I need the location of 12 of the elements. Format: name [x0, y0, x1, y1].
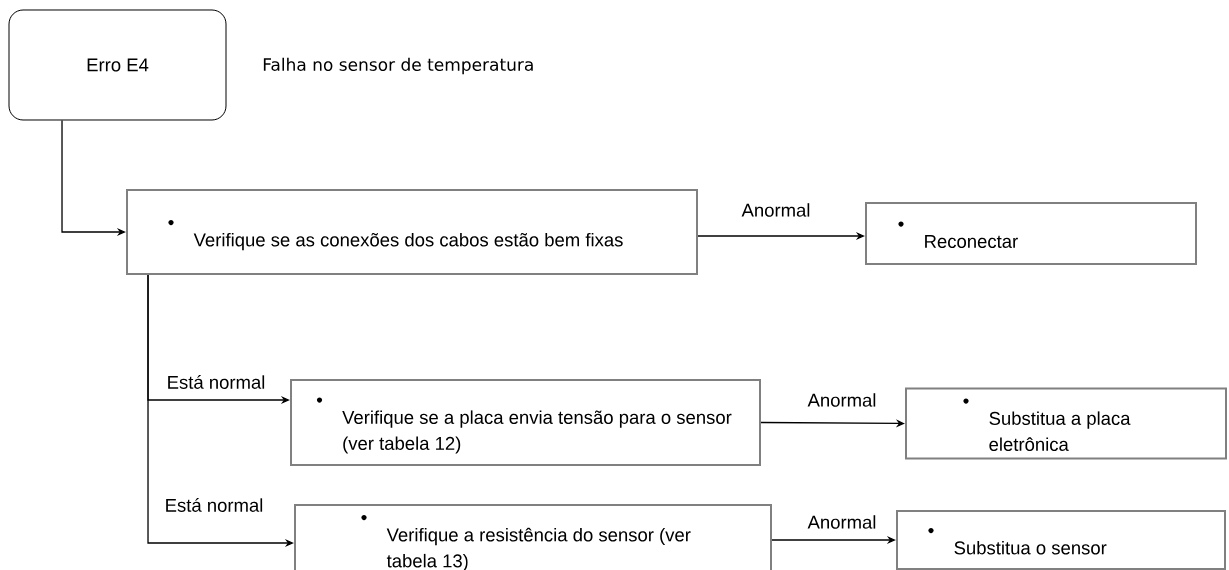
edge-label: Anormal [806, 514, 878, 530]
process-box: Substitua a placa eletrônica [905, 387, 1227, 460]
edge-label: Está normal [163, 497, 265, 513]
process-box: Substitua o sensor [896, 510, 1226, 570]
process-box: Verifique se as conexões dos cabos estão bem fixas [126, 189, 698, 275]
caption-text: Falha no sensor de temperatura [263, 57, 533, 75]
edge-label: Anormal [740, 202, 812, 218]
edge-label: Anormal [806, 392, 878, 408]
edge-label: Está normal [165, 374, 267, 390]
start-box: Erro E4 [8, 9, 227, 121]
process-box: Reconectar [865, 202, 1197, 265]
process-box: Verifique se a placa envia tensão para o sensor (ver tabela 12) [290, 379, 761, 466]
